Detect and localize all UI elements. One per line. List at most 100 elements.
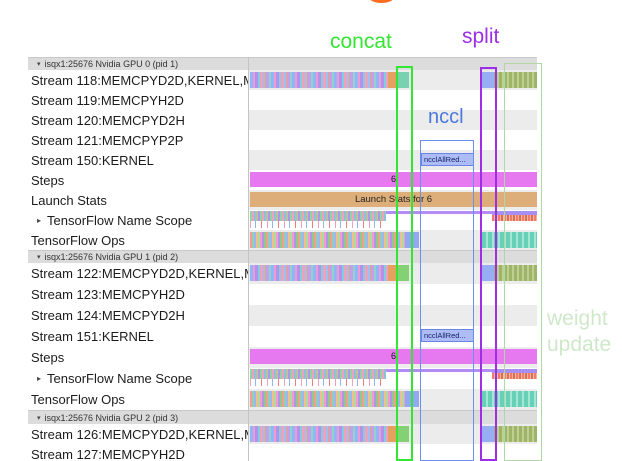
name-scope-span-bar[interactable] <box>250 369 537 372</box>
row-stream-151[interactable]: Stream 151:KERNEL ncclAllRed... <box>28 326 537 347</box>
name-scope-nested-ticks[interactable] <box>250 221 386 228</box>
nccl-allreduce-event-bar[interactable]: ncclAllRed... <box>421 153 474 166</box>
steps-track[interactable]: 6 <box>248 347 537 368</box>
gpu2-section-header[interactable]: ▾ isqx1:25676 Nvidia GPU 2 (pid 3) <box>28 410 537 424</box>
weight-update-events-bar[interactable] <box>494 426 537 442</box>
stream-124-track[interactable] <box>248 305 537 326</box>
gpu0-section: ▾ isqx1:25676 Nvidia GPU 0 (pid 1) Strea… <box>28 57 537 250</box>
row-tf-name-scope-gpu1[interactable]: ▸ TensorFlow Name Scope <box>28 368 537 389</box>
nccl-annotation-label: nccl <box>428 106 464 128</box>
split-event-segment[interactable] <box>481 265 494 281</box>
tf-ops-dense-bar[interactable] <box>250 391 405 407</box>
weight-update-line1: weight <box>547 307 608 330</box>
concat-event-segment[interactable] <box>397 265 409 281</box>
expand-triangle-icon[interactable]: ▸ <box>37 374 42 383</box>
weight-update-events-bar[interactable] <box>494 72 537 88</box>
name-scope-nested-ticks[interactable] <box>250 379 386 386</box>
tf-ops-blue-segment[interactable] <box>405 232 419 248</box>
row-tf-ops-gpu0[interactable]: TensorFlow Ops <box>28 230 537 250</box>
weight-update-line2: update <box>547 333 612 356</box>
name-scope-purple-strip <box>492 369 537 373</box>
concat-event-segment[interactable] <box>397 72 409 88</box>
stream-121-track[interactable] <box>248 130 537 150</box>
stream-123-track[interactable] <box>248 284 537 305</box>
tf-ops-dense-bar[interactable] <box>250 232 405 248</box>
row-tf-name-scope-gpu0[interactable]: ▸ TensorFlow Name Scope <box>28 210 537 230</box>
stream-122-track[interactable] <box>248 263 537 284</box>
split-annotation-label: split <box>462 25 500 48</box>
row-launch-stats[interactable]: Launch Stats Launch Stats for 6 <box>28 190 537 210</box>
row-label: Steps <box>28 347 248 368</box>
steps-track[interactable]: 6 <box>248 170 537 190</box>
row-label: TensorFlow Ops <box>28 230 248 250</box>
row-stream-120[interactable]: Stream 120:MEMCPYD2H <box>28 110 537 130</box>
tf-ops-track[interactable] <box>248 389 537 410</box>
name-scope-dense-bar[interactable] <box>250 211 386 221</box>
tf-ops-teal-segment[interactable] <box>482 391 537 407</box>
tf-ops-teal-segment[interactable] <box>482 232 537 248</box>
row-label: ▸ TensorFlow Name Scope <box>28 210 248 230</box>
row-steps-gpu0[interactable]: Steps 6 <box>28 170 537 190</box>
tf-name-scope-track[interactable] <box>248 210 537 230</box>
row-label: Stream 120:MEMCPYD2H <box>28 110 248 130</box>
launch-stats-track[interactable]: Launch Stats for 6 <box>248 190 537 210</box>
row-label: Stream 126:MEMCPYD2D,KERNEL,MI <box>28 424 248 444</box>
row-stream-124[interactable]: Stream 124:MEMCPYD2H <box>28 305 537 326</box>
gpu1-section-header[interactable]: ▾ isqx1:25676 Nvidia GPU 1 (pid 2) <box>28 250 537 263</box>
tf-ops-track[interactable] <box>248 230 537 250</box>
row-label: ▸ TensorFlow Name Scope <box>28 368 248 389</box>
kernel-events-dense-bar[interactable] <box>250 426 388 442</box>
stream-127-track[interactable] <box>248 444 537 461</box>
event-segment-orange[interactable] <box>388 426 397 442</box>
split-event-segment[interactable] <box>481 426 494 442</box>
row-stream-121[interactable]: Stream 121:MEMCPYP2P <box>28 130 537 150</box>
row-label: Stream 122:MEMCPYD2D,KERNEL,MI <box>28 263 248 284</box>
row-stream-150[interactable]: Stream 150:KERNEL ncclAllRed... <box>28 150 537 170</box>
step-6-bar[interactable]: 6 <box>250 172 537 187</box>
row-stream-122[interactable]: Stream 122:MEMCPYD2D,KERNEL,MI <box>28 263 537 284</box>
tf-name-scope-track[interactable] <box>248 368 537 389</box>
event-segment-orange[interactable] <box>388 265 397 281</box>
gpu0-section-header[interactable]: ▾ isqx1:25676 Nvidia GPU 0 (pid 1) <box>28 57 537 70</box>
tf-ops-blue-segment[interactable] <box>405 391 419 407</box>
name-scope-red-ticks <box>492 215 537 221</box>
row-label: Stream 123:MEMCPYH2D <box>28 284 248 305</box>
stream-126-track[interactable] <box>248 424 537 444</box>
stream-151-track[interactable]: ncclAllRed... <box>248 326 537 347</box>
row-stream-119[interactable]: Stream 119:MEMCPYH2D <box>28 90 537 110</box>
weight-update-events-bar[interactable] <box>494 265 537 281</box>
row-label: Stream 151:KERNEL <box>28 326 248 347</box>
nccl-allreduce-event-bar[interactable]: ncclAllRed... <box>421 329 474 342</box>
row-label: Steps <box>28 170 248 190</box>
step-6-bar[interactable]: 6 <box>250 349 537 364</box>
expand-triangle-icon[interactable]: ▸ <box>37 215 42 225</box>
kernel-events-dense-bar[interactable] <box>250 265 388 281</box>
name-scope-purple-strip <box>492 211 537 215</box>
row-stream-123[interactable]: Stream 123:MEMCPYH2D <box>28 284 537 305</box>
row-label: Stream 121:MEMCPYP2P <box>28 130 248 150</box>
row-steps-gpu1[interactable]: Steps 6 <box>28 347 537 368</box>
name-scope-right-segment[interactable] <box>492 369 537 380</box>
row-stream-118[interactable]: Stream 118:MEMCPYD2D,KERNEL,ME <box>28 70 537 90</box>
name-scope-dense-bar[interactable] <box>250 369 386 379</box>
kernel-events-dense-bar[interactable] <box>250 72 388 88</box>
concat-annotation-label: concat <box>330 30 392 53</box>
row-tf-ops-gpu1[interactable]: TensorFlow Ops <box>28 389 537 410</box>
stream-118-track[interactable] <box>248 70 537 90</box>
collapse-triangle-icon: ▾ <box>37 61 41 68</box>
concat-event-segment[interactable] <box>397 426 409 442</box>
row-label-text: TensorFlow Name Scope <box>47 371 193 386</box>
row-label: Stream 118:MEMCPYD2D,KERNEL,ME <box>28 70 248 90</box>
row-label: Stream 127:MEMCPYH2D <box>28 444 248 461</box>
event-segment-orange[interactable] <box>388 72 397 88</box>
name-scope-right-segment[interactable] <box>492 211 537 222</box>
stream-119-track[interactable] <box>248 90 537 110</box>
stream-150-track[interactable]: ncclAllRed... <box>248 150 537 170</box>
stream-120-track[interactable] <box>248 110 537 130</box>
trace-timeline-panel: ▾ isqx1:25676 Nvidia GPU 0 (pid 1) Strea… <box>28 57 537 461</box>
split-event-segment[interactable] <box>481 72 494 88</box>
name-scope-span-bar[interactable] <box>250 211 537 214</box>
row-stream-126[interactable]: Stream 126:MEMCPYD2D,KERNEL,MI <box>28 424 537 444</box>
launch-stats-bar[interactable]: Launch Stats for 6 <box>250 192 537 207</box>
row-stream-127[interactable]: Stream 127:MEMCPYH2D <box>28 444 537 461</box>
